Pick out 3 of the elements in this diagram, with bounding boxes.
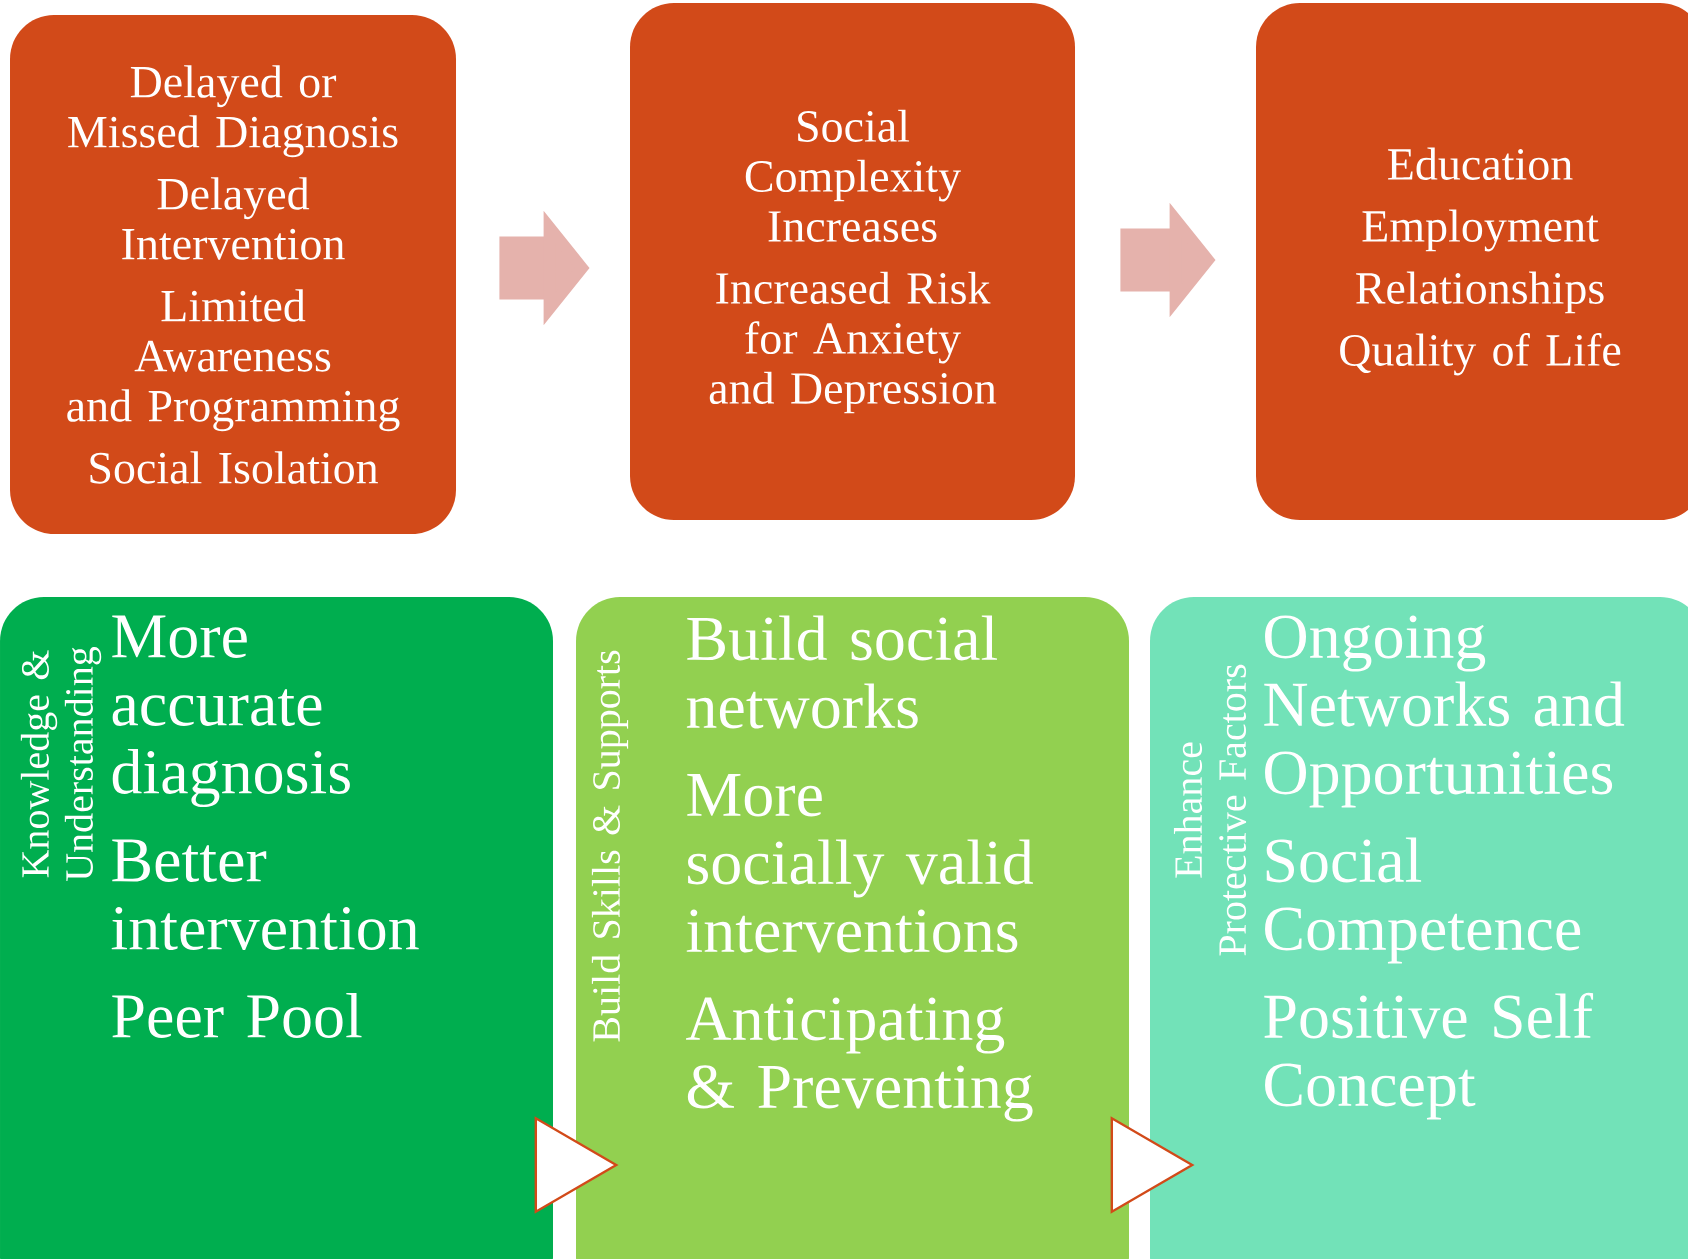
cause-box: Social Complexity Increases Increased Risk for Anxiety and Depression [630, 3, 1075, 520]
cause-box: Delayed or Missed Diagnosis Delayed Intervention Limited Awareness and Programming Social Isolation [10, 15, 456, 534]
cause-box: Education Employment Relationships Quality of Life [1256, 3, 1688, 520]
